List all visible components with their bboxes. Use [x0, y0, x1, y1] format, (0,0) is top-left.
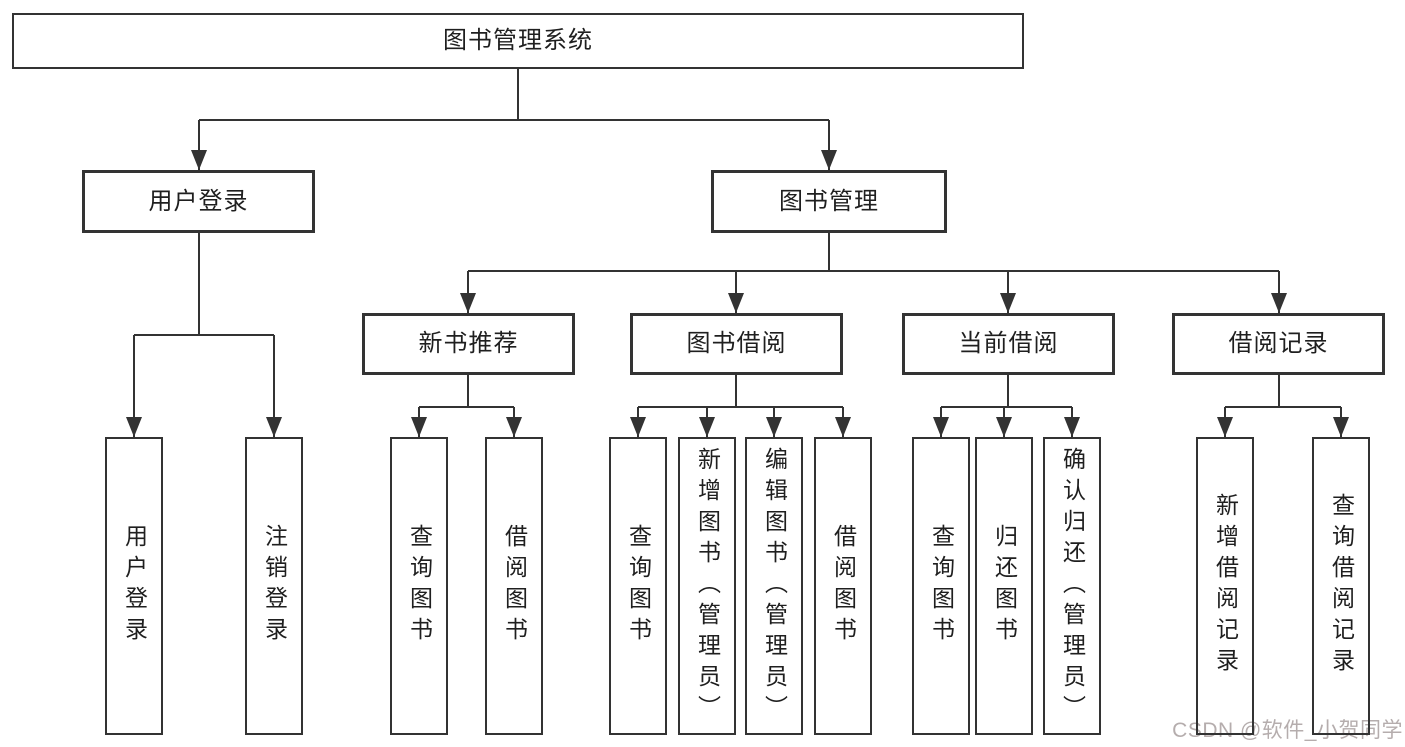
node-label: 查询图书 — [625, 524, 652, 648]
arrowhead-icon — [996, 417, 1012, 437]
node-root: 图书管理系统 — [12, 13, 1024, 69]
arrowhead-icon — [460, 293, 476, 313]
leaf-query-borrow-record: 查询借阅记录 — [1312, 437, 1370, 735]
node-label: 借阅图书 — [830, 524, 857, 648]
node-label: 新书推荐 — [418, 330, 519, 357]
arrowhead-icon — [728, 293, 744, 313]
node-label: 编辑图书（管理员） — [761, 446, 788, 726]
node-label: 图书管理系统 — [443, 27, 593, 54]
arrowhead-icon — [835, 417, 851, 437]
arrowhead-icon — [1217, 417, 1233, 437]
csdn-watermark: CSDN @软件_小贺同学 — [1172, 719, 1403, 742]
arrowhead-icon — [699, 417, 715, 437]
leaf-query-books-current: 查询图书 — [912, 437, 970, 735]
node-label: 新增借阅记录 — [1212, 493, 1239, 679]
node-label: 当前借阅 — [958, 330, 1059, 357]
node-new-book-recommend: 新书推荐 — [362, 313, 575, 375]
arrowhead-icon — [821, 150, 837, 170]
arrowheads — [126, 150, 1349, 437]
arrowhead-icon — [1333, 417, 1349, 437]
node-borrow-records: 借阅记录 — [1172, 313, 1385, 375]
node-book-management: 图书管理 — [711, 170, 947, 233]
node-label: 借阅图书 — [501, 524, 528, 648]
node-label: 查询借阅记录 — [1328, 493, 1355, 679]
arrowhead-icon — [1064, 417, 1080, 437]
node-label: 用户登录 — [148, 187, 249, 215]
node-label: 图书借阅 — [686, 330, 787, 357]
arrowhead-icon — [766, 417, 782, 437]
leaf-logout: 注销登录 — [245, 437, 303, 735]
arrowhead-icon — [1000, 293, 1016, 313]
arrowhead-icon — [191, 150, 207, 170]
leaf-borrow-books: 借阅图书 — [814, 437, 872, 735]
arrowhead-icon — [933, 417, 949, 437]
leaf-query-books-borrow: 查询图书 — [609, 437, 667, 735]
node-label: 归还图书 — [991, 524, 1018, 648]
arrowhead-icon — [506, 417, 522, 437]
leaf-add-book-admin: 新增图书（管理员） — [678, 437, 736, 735]
node-label: 查询图书 — [406, 524, 433, 648]
arrowhead-icon — [411, 417, 427, 437]
leaf-add-borrow-record: 新增借阅记录 — [1196, 437, 1254, 735]
node-current-borrow: 当前借阅 — [902, 313, 1115, 375]
node-book-borrow: 图书借阅 — [630, 313, 843, 375]
node-label: 注销登录 — [261, 524, 288, 648]
leaf-query-books-recommend: 查询图书 — [390, 437, 448, 735]
leaf-return-book: 归还图书 — [975, 437, 1033, 735]
node-label: 新增图书（管理员） — [694, 446, 721, 726]
arrowhead-icon — [1271, 293, 1287, 313]
leaf-user-login: 用户登录 — [105, 437, 163, 735]
arrowhead-icon — [630, 417, 646, 437]
node-label: 借阅记录 — [1228, 330, 1329, 357]
node-label: 图书管理 — [779, 187, 879, 215]
node-label: 用户登录 — [121, 524, 148, 648]
leaf-confirm-return-admin: 确认归还（管理员） — [1043, 437, 1101, 735]
leaf-edit-book-admin: 编辑图书（管理员） — [745, 437, 803, 735]
arrowhead-icon — [266, 417, 282, 437]
node-user-login: 用户登录 — [82, 170, 315, 233]
node-label: 确认归还（管理员） — [1059, 446, 1086, 726]
leaf-borrow-books-recommend: 借阅图书 — [485, 437, 543, 735]
arrowhead-icon — [126, 417, 142, 437]
node-label: 查询图书 — [928, 524, 955, 648]
